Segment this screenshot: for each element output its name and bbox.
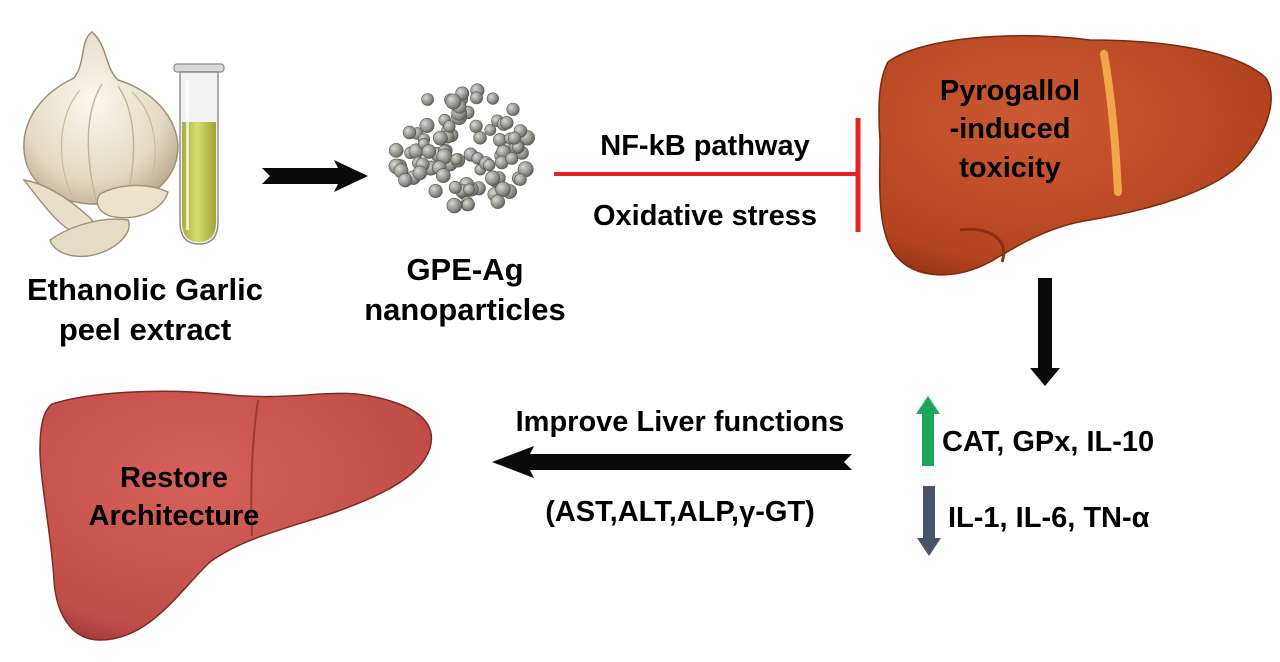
nanoparticle	[402, 125, 417, 140]
nanoparticle	[490, 194, 505, 209]
nanoparticle	[412, 165, 428, 181]
garlic-caption-line2: peel extract	[58, 312, 232, 348]
nanoparticle	[469, 119, 483, 133]
nanoparticle	[388, 143, 404, 158]
nanoparticle	[445, 93, 462, 110]
nanoparticle	[485, 170, 501, 186]
nanoparticle	[506, 102, 520, 116]
oxidative-stress-label: Oxidative stress	[592, 200, 818, 232]
garlic-caption-line1: Ethanolic Garlic	[26, 272, 263, 307]
garlic-caption: Ethanolic Garlic peel extract	[10, 270, 280, 351]
nanoparticle	[473, 131, 487, 145]
nanoparticle	[461, 198, 475, 212]
nanoparticle-cluster	[388, 83, 535, 214]
healthy-liver-label: Restore Architecture	[64, 460, 284, 535]
nanoparticle	[428, 184, 443, 199]
nanoparticle	[507, 131, 521, 145]
arrow-right-1	[262, 160, 368, 192]
healthy-liver-line2: Architecture	[88, 499, 260, 532]
nanoparticle	[450, 153, 463, 166]
nanoparticles-caption-line1: GPE-Ag	[406, 252, 524, 287]
nanoparticle	[448, 181, 462, 195]
improve-liver-label: Improve Liver functions	[515, 406, 845, 438]
nanoparticles-caption: GPE-Ag nanoparticles	[345, 250, 585, 331]
nfkb-label: NF-kB pathway	[600, 130, 810, 162]
downregulated-markers: IL-1, IL-6, TN-α	[948, 502, 1150, 534]
arrow-down-slate	[917, 486, 941, 556]
nanoparticle	[484, 124, 497, 136]
toxic-liver-illustration	[878, 35, 1272, 276]
nanoparticle	[435, 168, 451, 183]
nanoparticle	[500, 116, 514, 130]
test-tube-illustration	[173, 63, 225, 245]
toxic-liver-line3: toxicity	[959, 151, 1061, 184]
healthy-liver-line1: Restore	[120, 462, 228, 494]
garlic-clove	[49, 218, 130, 258]
garlic-bulb	[23, 31, 179, 205]
toxic-liver-label: Pyrogallol -induced toxicity	[900, 72, 1120, 187]
nanoparticle	[470, 91, 483, 105]
nanoparticle	[514, 173, 527, 186]
healthy-liver-illustration	[39, 390, 433, 641]
nanoparticle	[421, 93, 434, 106]
nanoparticle	[463, 183, 476, 196]
nanoparticle	[446, 197, 462, 214]
nanoparticle	[421, 144, 437, 159]
garlic-illustration	[22, 31, 179, 258]
toxic-liver-line2: -induced	[949, 113, 1071, 146]
nanoparticle	[486, 92, 499, 105]
nanoparticle	[505, 152, 519, 165]
nanoparticle	[483, 159, 496, 172]
upregulated-markers: CAT, GPx, IL-10	[942, 426, 1155, 458]
liver-enzymes-label: (AST,ALT,ALP,γ-GT)	[545, 496, 815, 528]
nanoparticles-caption-line2: nanoparticles	[364, 292, 566, 328]
arrow-up-green	[916, 396, 940, 466]
nanoparticle	[432, 130, 448, 146]
nanoparticle	[443, 120, 456, 133]
nanoparticle	[495, 181, 511, 197]
nanoparticle	[419, 118, 435, 134]
arrow-down	[1030, 278, 1060, 386]
nanoparticle	[398, 173, 413, 188]
arrow-left	[492, 446, 852, 478]
garlic-clove	[96, 184, 169, 219]
toxic-liver-line1: Pyrogallol	[939, 75, 1081, 107]
